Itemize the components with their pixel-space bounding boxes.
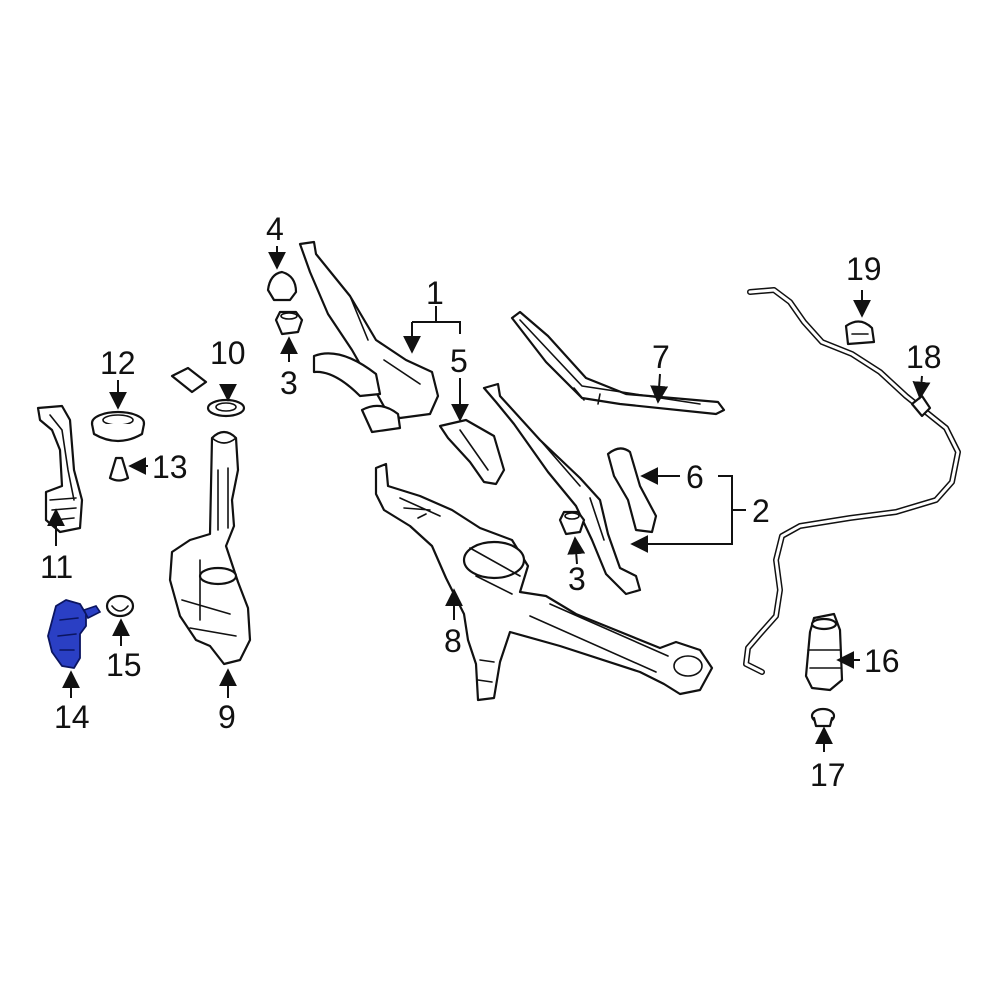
callout-18[interactable]: 18	[906, 339, 942, 375]
callout-12[interactable]: 12	[100, 345, 136, 381]
callout-14[interactable]: 14	[54, 699, 90, 735]
part-10-filler-seal[interactable]	[170, 366, 246, 418]
callout-4[interactable]: 4	[266, 211, 284, 247]
callout-10[interactable]: 10	[210, 335, 246, 371]
part-8-wiper-linkage-motor[interactable]	[374, 462, 714, 702]
callout-labels: 1 2 3 3 4 5 6 7 8 9 10 11 12 13 14 15 16…	[40, 211, 942, 793]
callout-17[interactable]: 17	[810, 757, 846, 793]
part-5-arm-cover[interactable]	[438, 418, 506, 486]
callout-9[interactable]: 9	[218, 699, 236, 735]
part-2-wiper-arm-right[interactable]	[482, 382, 642, 596]
callout-19[interactable]: 19	[846, 251, 882, 287]
part-18-washer-line[interactable]	[743, 287, 961, 675]
part-16-washer-pump[interactable]	[804, 612, 844, 692]
callout-5[interactable]: 5	[450, 343, 468, 379]
callout-15[interactable]: 15	[106, 647, 142, 683]
callout-13[interactable]: 13	[152, 449, 188, 485]
part-1-wiper-arm-left[interactable]	[298, 240, 440, 434]
part-17-grommet[interactable]	[810, 707, 836, 728]
part-15-cap[interactable]	[105, 594, 135, 618]
part-3-nut-lower[interactable]	[558, 510, 586, 536]
callout-3-upper[interactable]: 3	[280, 365, 298, 401]
part-4-cover-cap[interactable]	[266, 270, 298, 302]
part-13-plug[interactable]	[108, 456, 130, 482]
part-3-nut-upper[interactable]	[274, 310, 304, 336]
callout-2[interactable]: 2	[752, 493, 770, 529]
part-6-washer-hose[interactable]	[606, 447, 658, 534]
callout-7[interactable]: 7	[652, 339, 670, 375]
leader-lines	[47, 246, 931, 752]
callout-8[interactable]: 8	[444, 623, 462, 659]
callout-6[interactable]: 6	[686, 459, 704, 495]
callout-11[interactable]: 11	[40, 549, 73, 585]
callout-16[interactable]: 16	[864, 643, 900, 679]
callout-3-lower[interactable]: 3	[568, 561, 586, 597]
part-14-washer-pump[interactable]	[47, 599, 102, 669]
part-11-bracket[interactable]	[36, 404, 84, 534]
part-19-line-clip[interactable]	[844, 320, 876, 346]
callout-1[interactable]: 1	[426, 275, 444, 311]
part-9-washer-reservoir[interactable]	[168, 430, 252, 666]
part-7-wiper-blade[interactable]	[510, 310, 726, 416]
part-12-grommet[interactable]	[90, 410, 146, 443]
